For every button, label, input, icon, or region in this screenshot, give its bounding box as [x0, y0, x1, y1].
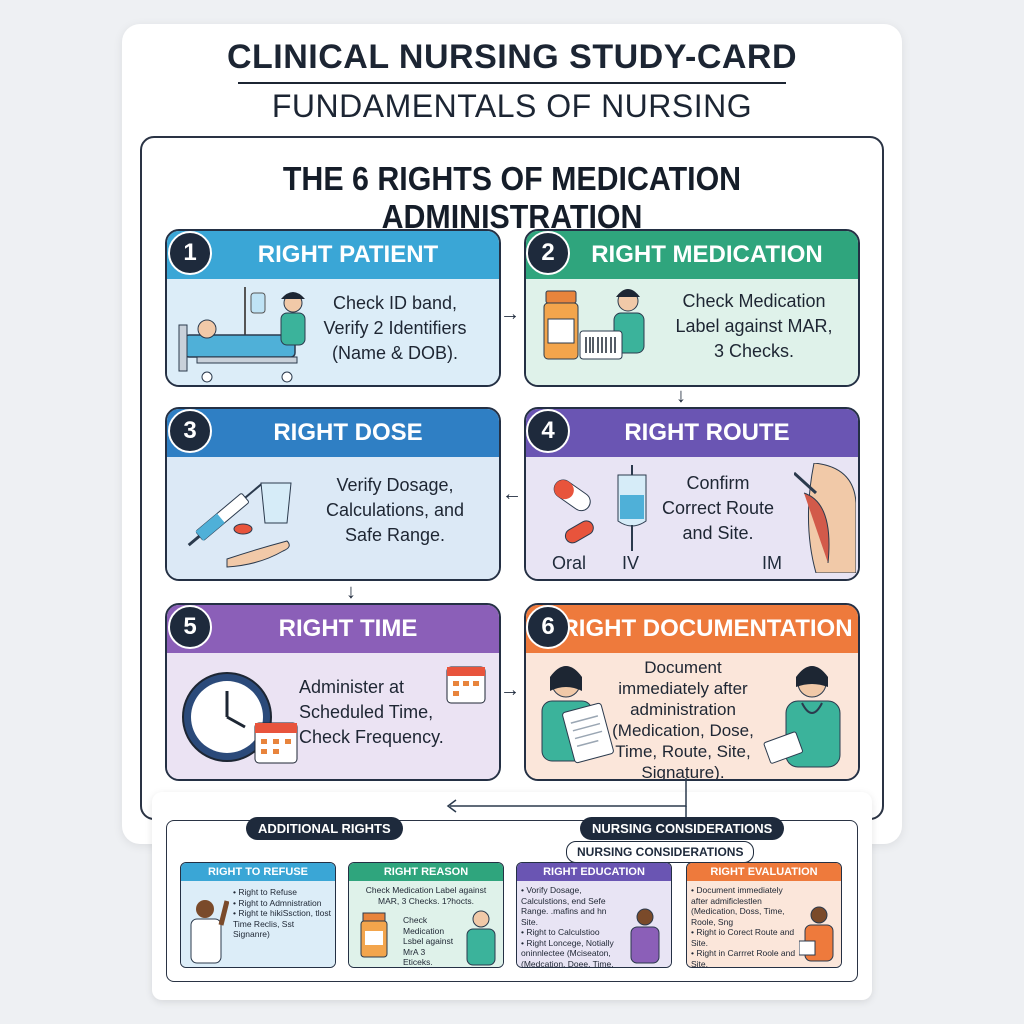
- small-card-text: Check Medication Lsbel against MrA 3 Eti…: [403, 915, 454, 967]
- text-line: Time, Route, Site,: [615, 742, 751, 761]
- text-line: Verify Dosage,: [336, 475, 454, 495]
- step-number-badge: 1: [168, 231, 212, 275]
- right-card-text: Document immediately after administratio…: [608, 657, 758, 781]
- right-card-medication: RIGHT MEDICATION Check Medication Label …: [524, 229, 860, 387]
- patient-icon: [190, 900, 229, 964]
- text-line: administration: [630, 700, 736, 719]
- arrow-down-icon: ↓: [346, 581, 356, 603]
- additional-rights-frame: [166, 820, 858, 982]
- text-line: Administer at: [299, 677, 405, 697]
- patient-bed-icon: [178, 287, 306, 383]
- nurse-icon: [799, 906, 834, 962]
- small-card-header: RIGHT EDUCATION: [517, 863, 671, 881]
- medication-bottle-icon: [543, 289, 645, 360]
- arrow-left-icon: ←: [502, 483, 522, 505]
- right-card-patient: RIGHT PATIENT Check ID band, Verify 2 Id…: [165, 229, 501, 387]
- small-card-evaluation: RIGHT EVALUATION Document immediately af…: [686, 862, 842, 968]
- list-item: Document immediately after admificlestle…: [691, 885, 799, 927]
- calendar-icon: [446, 666, 486, 704]
- right-card-header: RIGHT ROUTE: [526, 409, 858, 457]
- list-item: Right io Corect Route and Site.: [691, 927, 799, 948]
- text-line: 3 Checks.: [713, 341, 795, 361]
- nursing-considerations-sublabel: NURSING CONSIDERATIONS: [566, 841, 755, 863]
- route-label-iv: IV: [622, 553, 640, 573]
- text-line: immediately after: [618, 679, 748, 698]
- page-title: CLINICAL NURSING STUDY-CARD: [226, 38, 798, 76]
- arm-injection-icon: [794, 463, 856, 573]
- right-card-header: RIGHT TIME: [167, 605, 499, 653]
- small-card-list: Right to Refuse Right to Admnistration R…: [233, 887, 331, 940]
- right-card-text: Check Medication Label against MAR, 3 Ch…: [664, 289, 844, 364]
- text-line: Verify 2 Identifiers: [323, 318, 467, 338]
- text-line: Signature).: [641, 763, 725, 781]
- pill-icon: [553, 465, 647, 551]
- right-card-route: RIGHT ROUTE Oral IV IM Confirm Correct R…: [524, 407, 860, 581]
- right-card-text: Check ID band, Verify 2 Identifiers (Nam…: [305, 291, 485, 366]
- text-line: Label against MAR,: [675, 316, 833, 336]
- right-card-time: RIGHT TIME Administer at Scheduled Time,…: [165, 603, 501, 781]
- small-card-list: Document immediately after admificlestle…: [691, 885, 799, 967]
- page-subtitle: FUNDAMENTALS OF NURSING: [271, 88, 753, 124]
- nurse-icon: [763, 666, 841, 768]
- small-card-header: RIGHT TO REFUSE: [181, 863, 335, 881]
- nurse-icon: [466, 910, 496, 966]
- list-item: Right Loncege, Notially oninnlectee (Mci…: [521, 938, 621, 968]
- step-number-badge: 6: [526, 605, 570, 649]
- right-card-text: Verify Dosage, Calculations, and Safe Ra…: [305, 473, 485, 548]
- step-number-badge: 3: [168, 409, 212, 453]
- step-number-badge: 4: [526, 409, 570, 453]
- route-label-im: IM: [762, 553, 782, 573]
- right-card-dose: RIGHT DOSE Verify Dosage, Calculations, …: [165, 407, 501, 581]
- rights-heading: THE 6 RIGHTS OF MEDICATION ADMINISTRATIO…: [282, 160, 742, 235]
- right-card-header: RIGHT PATIENT: [167, 231, 499, 279]
- text-line: Check Frequency.: [299, 727, 444, 747]
- small-card-list: Vorify Dosage, Calculstions, end Sefe Ra…: [521, 885, 621, 968]
- right-card-documentation: RIGHT DOCUMENTATION Document immediately…: [524, 603, 860, 781]
- route-label-oral: Oral: [552, 553, 587, 573]
- list-item: Right to Calculstioo: [521, 927, 621, 938]
- text-line: Correct Route: [661, 498, 775, 518]
- right-card-text: Confirm Correct Route and Site.: [648, 471, 788, 546]
- small-card-education: RIGHT EDUCATION Vorify Dosage, Calculsti…: [516, 862, 672, 968]
- text-line: Safe Range.: [344, 525, 446, 545]
- nursing-considerations-label: NURSING CONSIDERATIONS: [580, 817, 785, 840]
- arrow-right-icon: →: [500, 303, 520, 325]
- small-card-reason: RIGHT REASON Check Medication Label agai…: [348, 862, 504, 968]
- medication-bottle-icon: [360, 912, 388, 958]
- additional-rights-label: ADDITIONAL RIGHTS: [246, 817, 403, 840]
- clock-icon: [182, 672, 298, 764]
- list-item: Vorify Dosage, Calculstions, end Sefe Ra…: [521, 885, 621, 927]
- nurse-icon: [630, 908, 660, 964]
- text-line: Confirm: [686, 473, 750, 493]
- text-line: (Name & DOB).: [331, 343, 459, 363]
- text-line: Calculations, and: [325, 500, 465, 520]
- small-card-text: Check Medication Label against MAR, 3 Ch…: [365, 885, 487, 906]
- clipboard-icon: [541, 666, 614, 764]
- text-line: Check Medication: [682, 291, 826, 311]
- right-card-text: Administer at Scheduled Time, Check Freq…: [299, 675, 459, 750]
- list-item: Right te hikiSsction, tlost Time Reclis,…: [233, 908, 331, 940]
- small-card-refuse: RIGHT TO REFUSE Right to Refuse Right to…: [180, 862, 336, 968]
- right-card-header: RIGHT MEDICATION: [526, 231, 858, 279]
- list-item: Right to Refuse: [233, 887, 331, 898]
- step-number-badge: 2: [526, 231, 570, 275]
- text-line: Scheduled Time,: [299, 702, 434, 722]
- right-card-header: RIGHT DOSE: [167, 409, 499, 457]
- text-line: (Medication, Dose,: [612, 721, 754, 740]
- title-divider: [238, 82, 786, 84]
- arrow-down-icon: ↓: [676, 385, 686, 407]
- syringe-icon: [187, 482, 292, 568]
- text-line: Check ID band,: [332, 293, 458, 313]
- list-item: Right in Carrret Roole and Site.: [691, 948, 799, 967]
- arrow-right-icon: →: [500, 679, 520, 701]
- list-item: Right to Admnistration: [233, 898, 331, 909]
- small-card-header: RIGHT EVALUATION: [687, 863, 841, 881]
- right-card-header: RIGHT DOCUMENTATION: [526, 605, 858, 653]
- step-number-badge: 5: [168, 605, 212, 649]
- text-line: Document: [644, 658, 722, 677]
- text-line: and Site.: [682, 523, 754, 543]
- small-card-header: RIGHT REASON: [349, 863, 503, 881]
